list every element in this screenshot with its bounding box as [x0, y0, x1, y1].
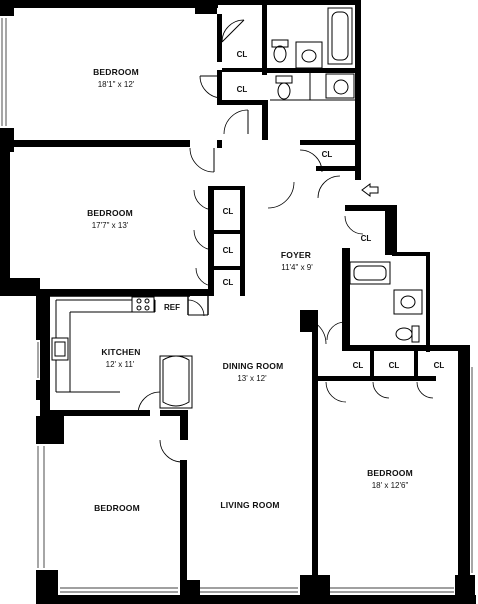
- bedroom4-name: BEDROOM: [94, 503, 140, 513]
- door-swings: [137, 19, 434, 463]
- bath-fixtures: [271, 7, 423, 343]
- dining-name: DINING ROOM: [223, 361, 284, 371]
- closet-label: CL: [361, 234, 372, 243]
- kitchen-dims: 12' x 11': [106, 360, 135, 369]
- bedroom3-name: BEDROOM: [367, 468, 413, 478]
- refrigerator-label: REF: [164, 303, 180, 312]
- closet-label: CL: [237, 85, 248, 94]
- living-name: LIVING ROOM: [220, 500, 279, 510]
- closet-label: CL: [223, 278, 234, 287]
- closet-label: CL: [434, 361, 445, 370]
- interior-lines: [50, 73, 355, 409]
- foyer-dims: 11'4" x 9': [281, 263, 313, 272]
- windows: [1, 18, 473, 593]
- closet-label: CL: [237, 50, 248, 59]
- kitchen-name: KITCHEN: [101, 347, 140, 357]
- bedroom1-dims: 18'1" x 12': [98, 80, 135, 89]
- foyer-name: FOYER: [281, 250, 311, 260]
- bedroom2-name: BEDROOM: [87, 208, 133, 218]
- closet-label: CL: [223, 207, 234, 216]
- bedroom2-dims: 17'7" x 13': [92, 221, 129, 230]
- dining-dims: 13' x 12': [237, 374, 267, 383]
- bedroom1-name: BEDROOM: [93, 67, 139, 77]
- closet-label: CL: [353, 361, 364, 370]
- bedroom3-dims: 18' x 12'6": [372, 481, 409, 490]
- closet-label: CL: [223, 246, 234, 255]
- closet-label: CL: [322, 150, 333, 159]
- room-labels: BEDROOM 18'1" x 12' BEDROOM 17'7" x 13' …: [87, 67, 413, 513]
- closet-labels: CL CL CL CL CL CL CL CL CL CL REF: [164, 50, 444, 370]
- closet-label: CL: [389, 361, 400, 370]
